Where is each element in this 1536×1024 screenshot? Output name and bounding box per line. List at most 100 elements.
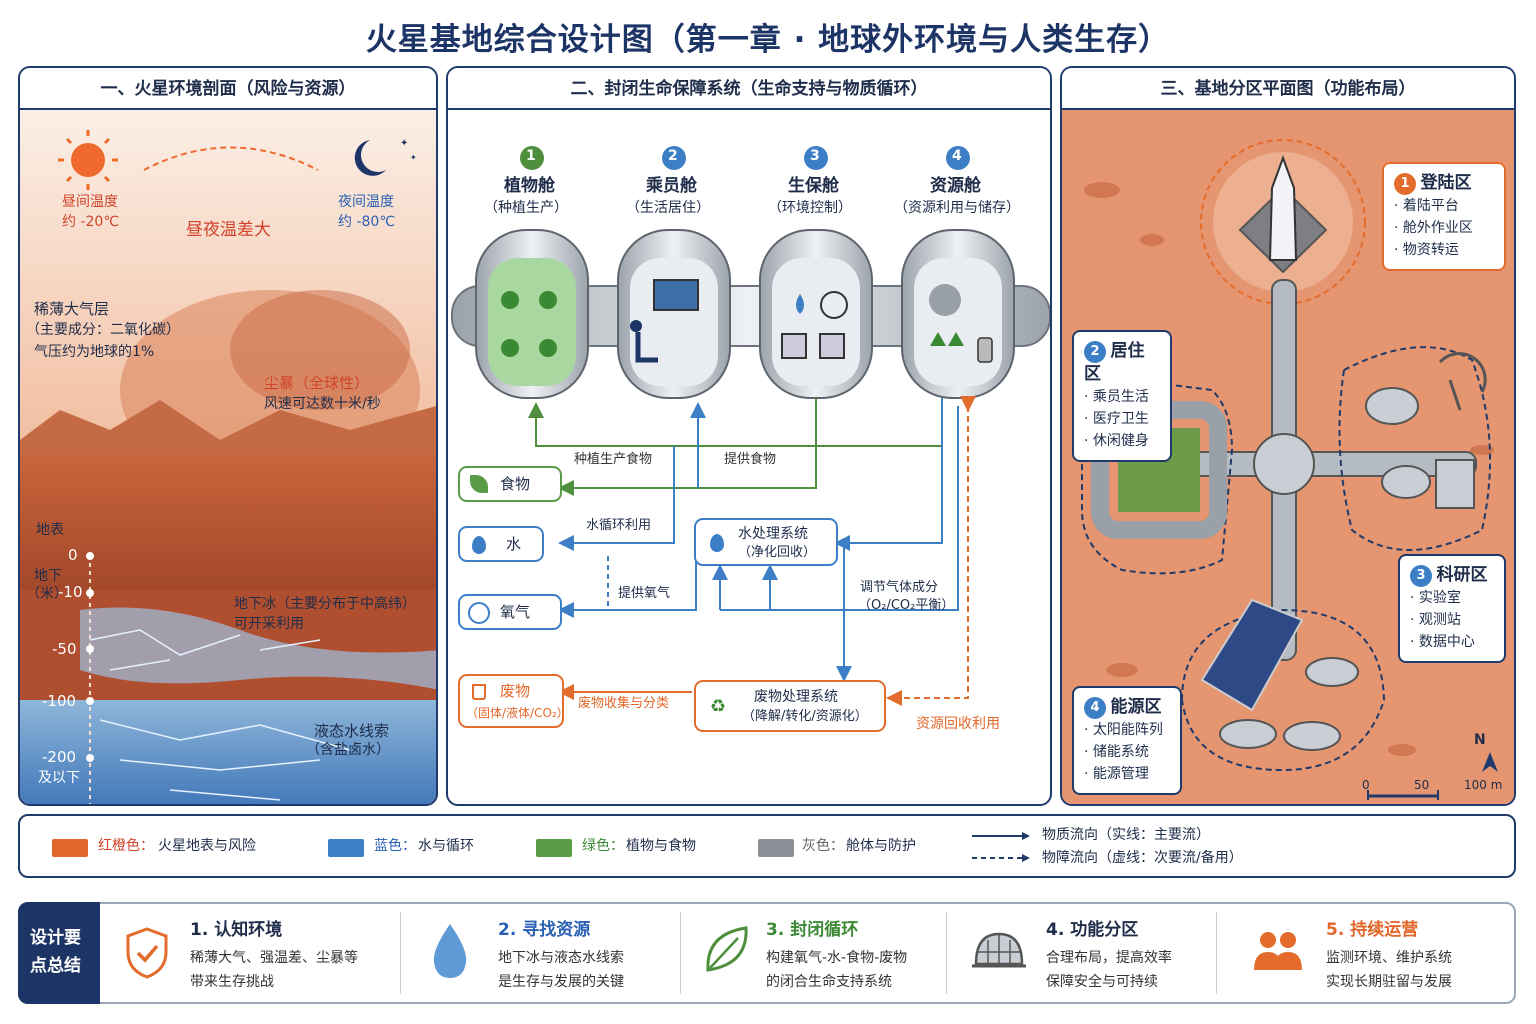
legend-gray-key: 灰色： [802, 838, 844, 854]
waste-sub: （固体/液体/CO₂） [466, 706, 569, 720]
gas-regulation-sub: （O₂/CO₂平衡） [858, 598, 955, 613]
summary-3-line-2: 的闭合生命支持系统 [766, 974, 892, 990]
waste-system-title: 废物处理系统 [754, 689, 838, 705]
depth-below: 及以下 [38, 770, 80, 786]
flow-grow-label: 种植生产食物 [574, 452, 653, 467]
waste-system-sub: （降解/转化/资源化） [742, 709, 868, 724]
depth-200: -200 [42, 748, 77, 766]
legend-swatch-red [52, 839, 88, 857]
legend-solid-line: 物质流向（实线：主要流） [1042, 827, 1210, 843]
module-3-number: 3 [810, 148, 820, 164]
subsurface-ice-note: 可开采利用 [234, 616, 304, 632]
module-4-name: 资源舱 [930, 176, 981, 196]
summary-4-line-1: 合理布局，提高效率 [1046, 950, 1172, 966]
brine-title: 液态水线索 [314, 722, 390, 740]
food-node: 食物 [458, 466, 562, 502]
recycle-icon: ♻ [710, 696, 727, 717]
scale-0: 0 [1362, 778, 1370, 792]
scale-50: 50 [1414, 778, 1430, 792]
surface-label: 地表 [36, 522, 64, 538]
module-3-sub: （环境控制） [768, 200, 852, 216]
module-2-name: 乘员舱 [646, 176, 697, 196]
module-4-number: 4 [952, 148, 962, 164]
zone-2-item-1: 乘员生活 [1092, 389, 1149, 405]
zone-1-name: 登陆区 [1420, 173, 1472, 193]
divider [680, 912, 681, 994]
brine-note: （含盐卤水） [306, 742, 390, 758]
diurnal-label: 昼夜温差大 [186, 220, 271, 240]
water-drop-icon [472, 536, 486, 554]
zone-4-item-1: 太阳能阵列 [1092, 722, 1163, 738]
summary-5-line-1: 监测环境、维护系统 [1326, 950, 1452, 966]
panel-life-support: 二、封闭生命保障系统（生命支持与物质循环） [446, 66, 1052, 806]
depth-50: -50 [52, 640, 77, 658]
trash-icon [472, 684, 486, 700]
summary-1-line-1: 稀薄大气、强温差、尘暴等 [190, 950, 358, 966]
environment-illustration: ✦ ✦ [20, 110, 436, 804]
zone-living: 2 居住区 · 乘员生活 · 医疗卫生 · 休闲健身 [1072, 330, 1172, 462]
summary-label-block [18, 902, 100, 1004]
depth-0: 0 [68, 546, 78, 564]
module-3-name: 生保舱 [788, 176, 839, 196]
svg-text:✦: ✦ [400, 138, 408, 149]
zone-2-name: 居住区 [1084, 341, 1145, 384]
flow-collect-label: 废物收集与分类 [578, 696, 670, 711]
panel-2-header: 二、封闭生命保障系统（生命支持与物质循环） [448, 68, 1050, 110]
food-label: 食物 [500, 475, 531, 493]
day-temp-label: 昼间温度 [62, 194, 118, 210]
summary-label-1: 设计要 [30, 928, 81, 948]
zone-3-item-2: 观测站 [1418, 612, 1461, 628]
waste-treatment-system: ♻ 废物处理系统 （降解/转化/资源化） [694, 680, 886, 732]
leaf-icon [702, 924, 750, 976]
dust-storm-wind: 风速可达数十米/秒 [264, 396, 381, 412]
zone-4-item-2: 储能系统 [1092, 744, 1149, 760]
zone-landing: 1 登陆区 · 着陆平台 · 舱外作业区 · 物资转运 [1382, 162, 1506, 271]
north-arrow-label: N [1474, 732, 1486, 748]
legend-blue-key: 蓝色： [374, 838, 416, 854]
depth-10: -10 [58, 583, 83, 601]
underground-label: 地下 [34, 568, 62, 584]
summary-5-title: 5. 持续运营 [1326, 920, 1419, 940]
atmosphere-composition: （主要成分：二氧化碳） [26, 322, 180, 338]
zone-1-item-1: 着陆平台 [1402, 198, 1459, 214]
summary-2-title: 2. 寻找资源 [498, 920, 591, 940]
dome-icon [970, 930, 1028, 972]
divider [946, 912, 947, 994]
life-support-diagram [451, 146, 1050, 706]
night-temp-value: 约 -80℃ [338, 214, 396, 230]
legend-swatch-green [536, 839, 572, 857]
subsurface-ice-title: 地下冰（主要分布于中高纬） [234, 596, 416, 612]
legend-line-samples [972, 832, 1030, 862]
flow-oxygen-label: 提供氧气 [618, 586, 671, 601]
water-system-title: 水处理系统 [738, 526, 808, 542]
leaf-icon [470, 475, 488, 493]
summary-4-title: 4. 功能分区 [1046, 920, 1139, 940]
legend-green-key: 绿色： [582, 838, 624, 854]
underground-unit: （米） [26, 586, 68, 602]
waste-node: 废物 （固体/液体/CO₂） [458, 674, 569, 728]
legend-red-key: 红橙色： [98, 838, 154, 854]
night-temp-label: 夜间温度 [338, 194, 394, 210]
scale-100: 100 m [1464, 778, 1503, 792]
summary-1-line-2: 带来生存挑战 [190, 974, 274, 990]
flow-water-label: 水循环利用 [586, 518, 652, 533]
dust-storm-title: 尘暴（全球性） [264, 374, 370, 392]
summary-2-line-1: 地下冰与液态水线索 [498, 950, 624, 966]
team-icon [1252, 930, 1304, 972]
zone-4-name: 能源区 [1110, 697, 1162, 717]
panel-1-header: 一、火星环境剖面（风险与资源） [20, 68, 436, 110]
zone-3-item-3: 数据中心 [1418, 634, 1475, 650]
zone-4-number: 4 [1084, 697, 1106, 719]
gas-regulation-label: 调节气体成分 [860, 580, 939, 595]
water-system-sub: （净化回收） [738, 545, 817, 560]
summary-3-line-1: 构建氧气-水-食物-废物 [766, 950, 908, 966]
legend-swatch-blue [328, 839, 364, 857]
atmosphere-title: 稀薄大气层 [34, 300, 110, 318]
panel-mars-environment: ✦ ✦ 一、火星环境剖面（风险与资源） 昼间温度 约 -20℃ 昼夜温差大 夜间… [18, 66, 438, 806]
atmosphere-pressure: 气压约为地球的1% [34, 344, 155, 360]
water-label: 水 [506, 535, 522, 553]
zone-3-item-1: 实验室 [1418, 590, 1461, 606]
module-4-sub: （资源利用与储存） [894, 200, 1020, 216]
page-title: 火星基地综合设计图（第一章 · 地球外环境与人类生存） [365, 22, 1171, 58]
zone-2-item-2: 医疗卫生 [1092, 411, 1149, 427]
